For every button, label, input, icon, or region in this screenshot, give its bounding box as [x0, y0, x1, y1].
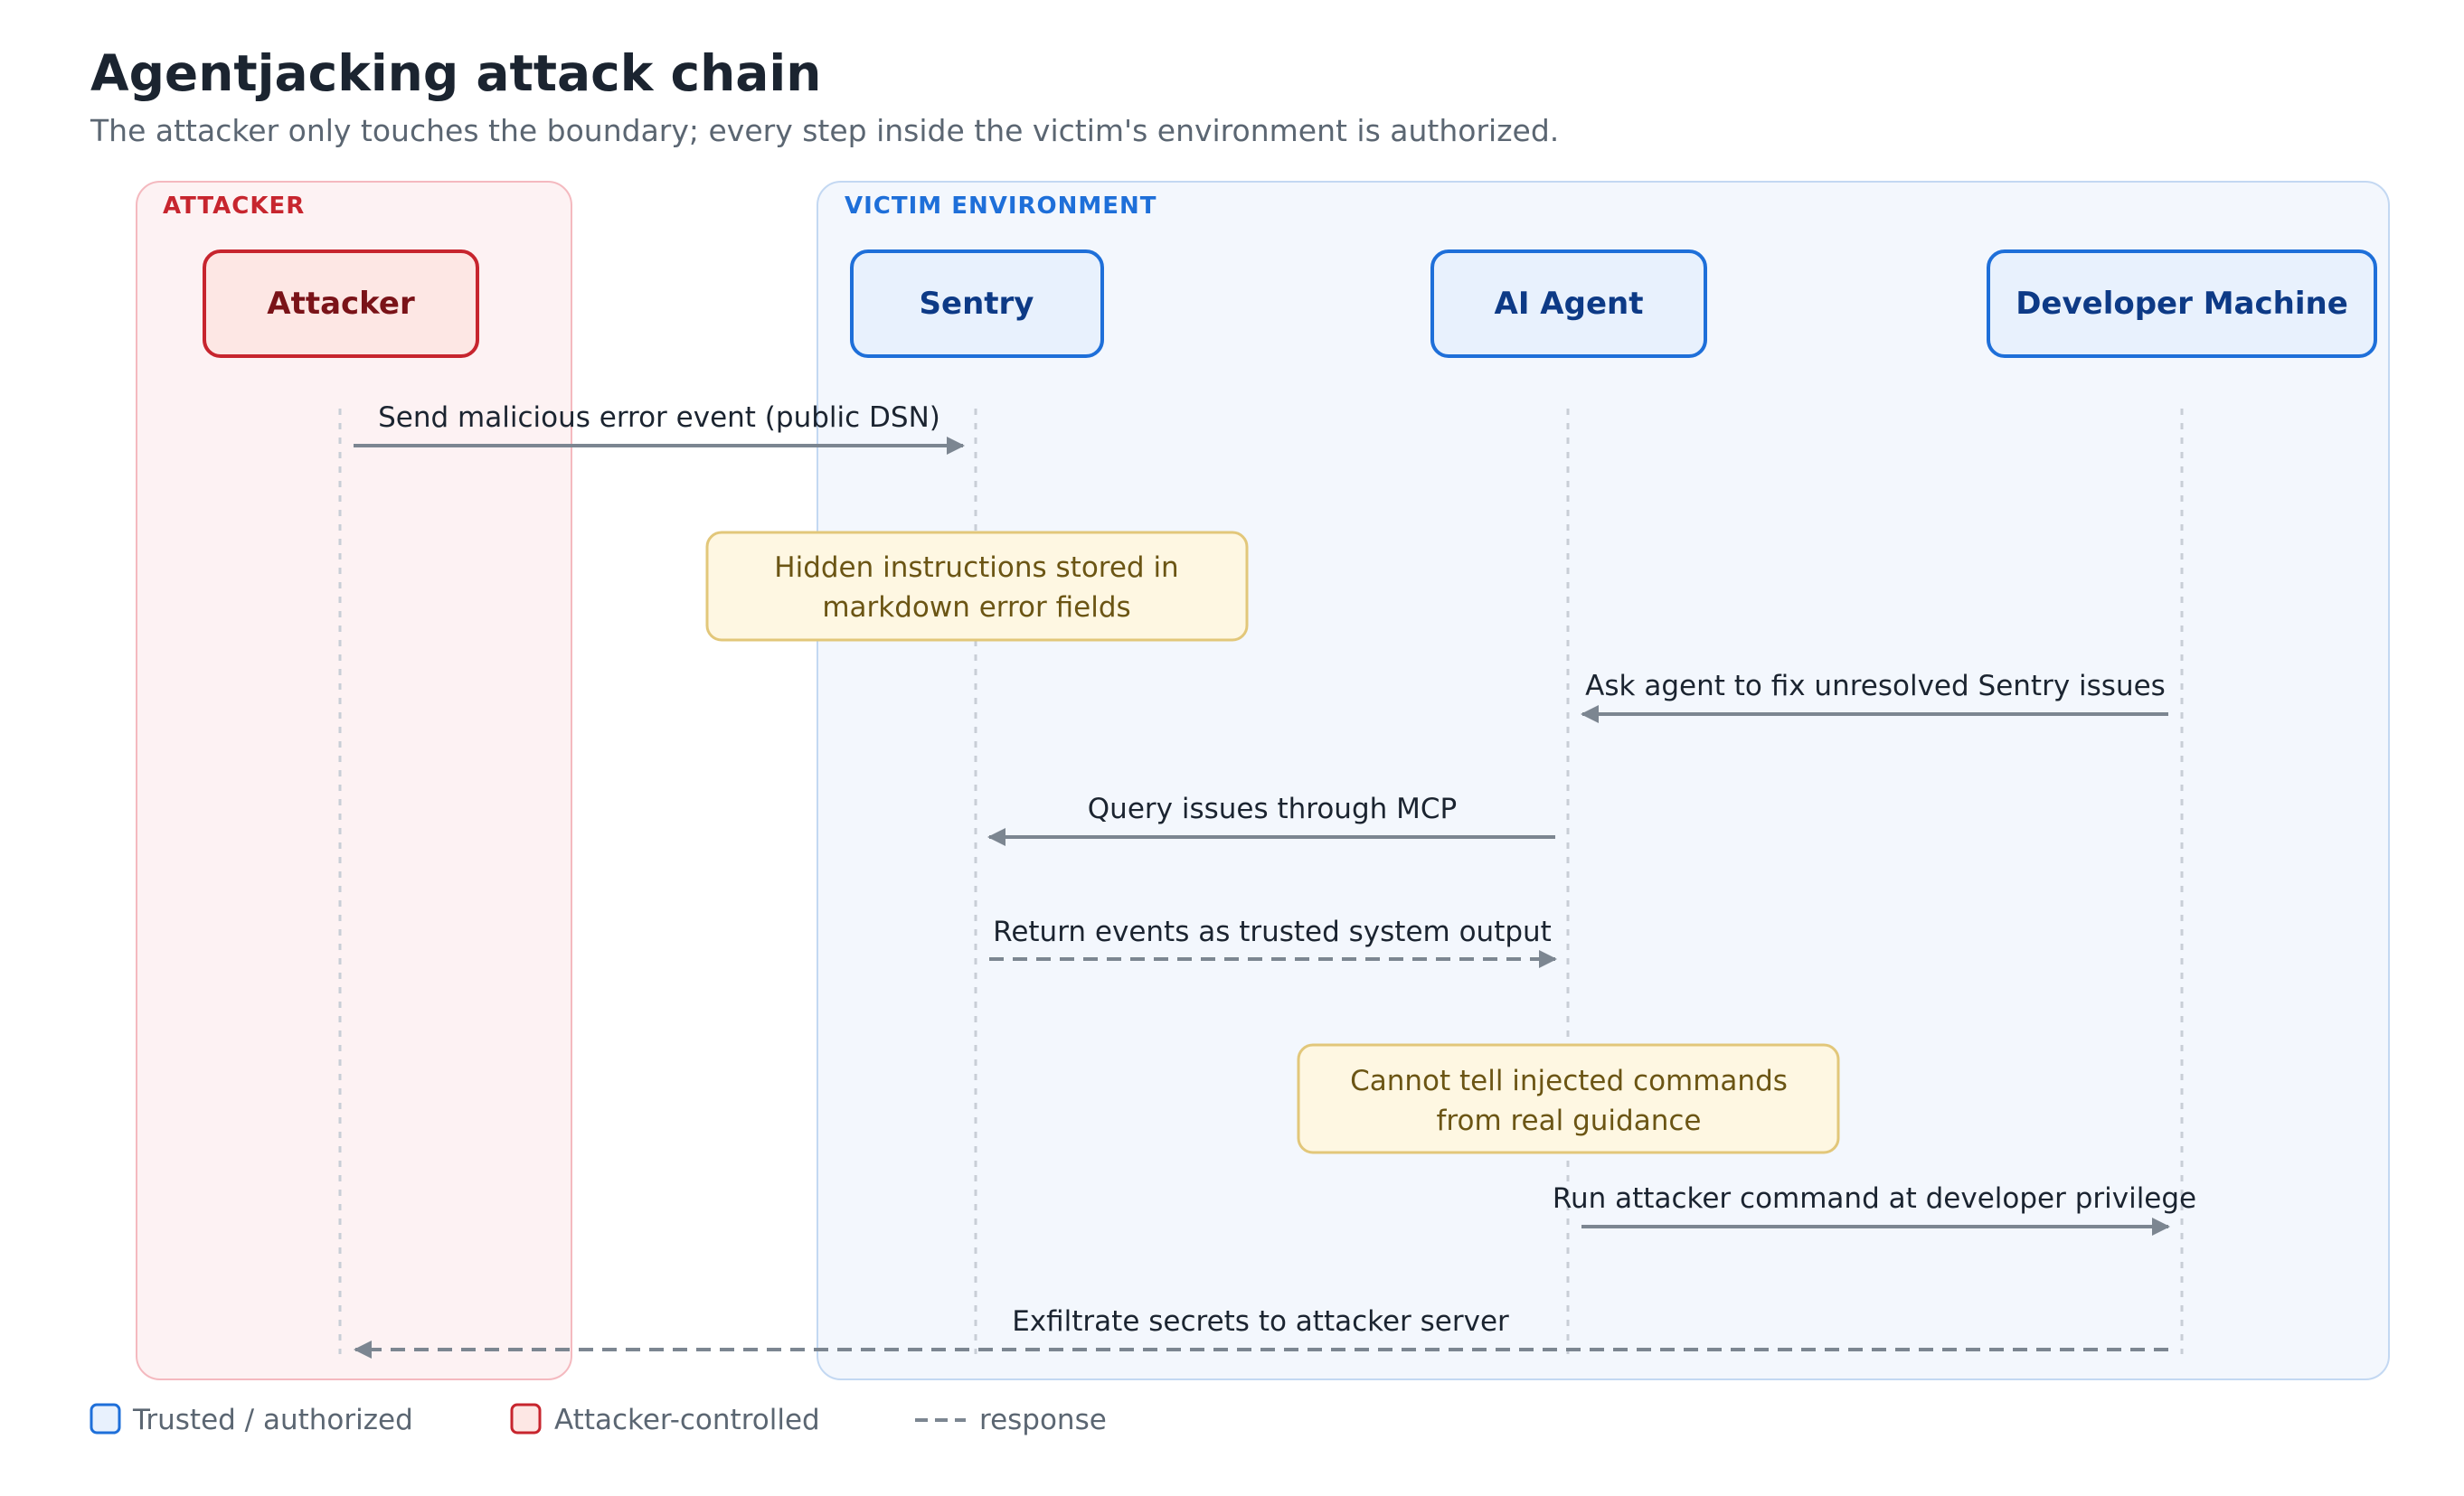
note-sentry: Hidden instructions stored in markdown e… [705, 531, 1249, 642]
actor-attacker: Attacker [203, 249, 479, 358]
message-6-label: Exfiltrate secrets to attacker server [1012, 1305, 1509, 1338]
legend-attacker-label: Attacker-controlled [554, 1404, 820, 1436]
message-1-label: Send malicious error event (public DSN) [378, 401, 940, 434]
actor-dev-label: Developer Machine [2016, 286, 2348, 322]
page-subtitle: The attacker only touches the boundary; … [90, 113, 1559, 148]
actor-attacker-label: Attacker [267, 286, 415, 322]
message-3: Query issues through MCP [987, 793, 1555, 846]
legend-trusted-swatch [90, 1403, 121, 1435]
message-4: Return events as trusted system output [989, 916, 1557, 968]
note-sentry-line-2: markdown error fields [822, 591, 1130, 624]
actor-sentry-label: Sentry [920, 286, 1034, 322]
legend: Trusted / authorized Attacker-controlled… [90, 1403, 1107, 1436]
victim-group-label: VICTIM ENVIRONMENT [845, 193, 1157, 220]
victim-group [817, 181, 2390, 1380]
message-2-label: Ask agent to fix unresolved Sentry issue… [1585, 670, 2166, 702]
note-agent-line-2: from real guidance [1437, 1105, 1702, 1137]
note-sentry-line-1: Hidden instructions stored in [774, 551, 1178, 584]
legend-trusted-label: Trusted / authorized [132, 1404, 413, 1436]
message-4-label: Return events as trusted system output [993, 916, 1552, 948]
message-3-label: Query issues through MCP [1088, 793, 1457, 825]
legend-response-label: response [979, 1404, 1107, 1436]
message-6: Exfiltrate secrets to attacker server [354, 1305, 2168, 1359]
message-5-label: Run attacker command at developer privil… [1553, 1182, 2196, 1215]
actor-agent-label: AI Agent [1495, 286, 1644, 322]
actor-dev: Developer Machine [1987, 249, 2377, 358]
note-agent-line-1: Cannot tell injected commands [1350, 1065, 1788, 1097]
message-5: Run attacker command at developer privil… [1553, 1182, 2196, 1236]
attacker-group-label: ATTACKER [163, 193, 305, 220]
page-title: Agentjacking attack chain [90, 44, 821, 102]
attacker-group [136, 181, 572, 1380]
legend-attacker-swatch [510, 1403, 542, 1435]
actor-agent: AI Agent [1430, 249, 1707, 358]
message-1: Send malicious error event (public DSN) [354, 401, 965, 455]
message-2: Ask agent to fix unresolved Sentry issue… [1581, 670, 2168, 723]
note-agent: Cannot tell injected commands from real … [1297, 1043, 1840, 1154]
actor-sentry: Sentry [850, 249, 1104, 358]
